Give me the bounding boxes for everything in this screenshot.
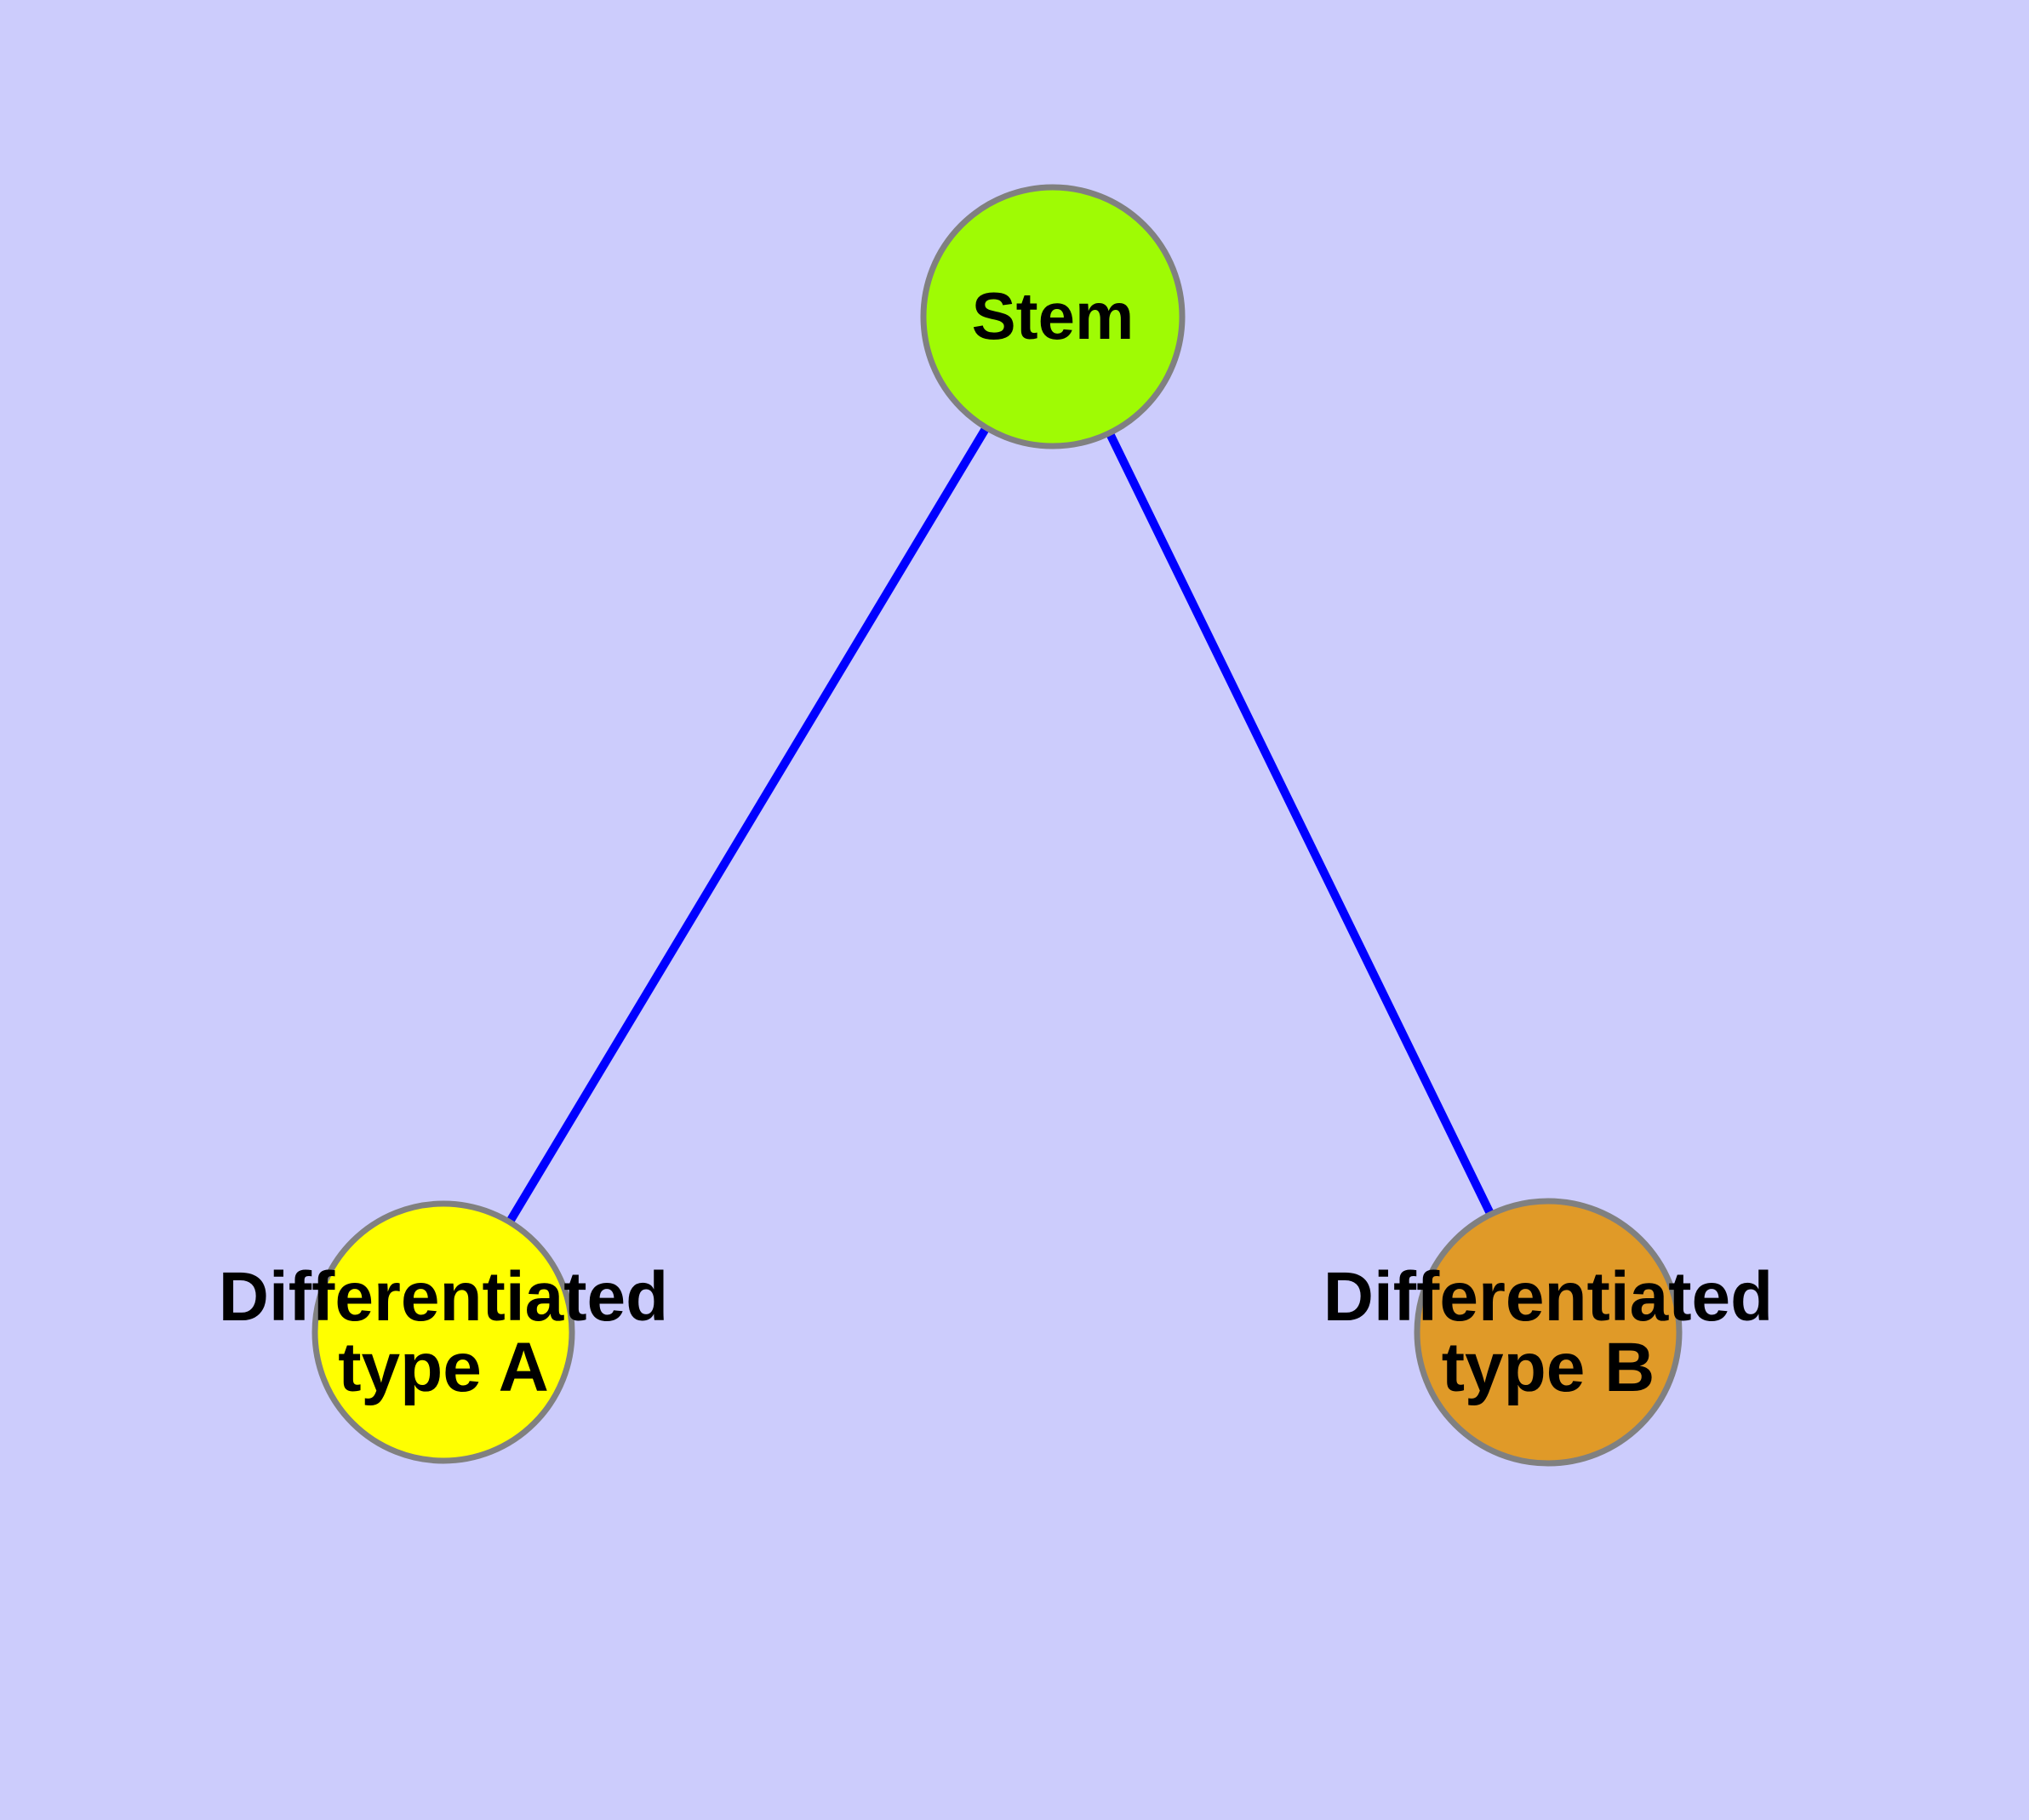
edge-stem-to-differentiated-type-a[interactable]: [439, 314, 1057, 1335]
node-differentiated-type-a[interactable]: [311, 1200, 575, 1464]
edges-layer: [439, 314, 1552, 1335]
nodes-layer: [311, 184, 1683, 1467]
node-stem[interactable]: [920, 184, 1186, 449]
node-differentiated-type-b[interactable]: [1414, 1198, 1683, 1467]
edge-stem-to-differentiated-type-b[interactable]: [1049, 314, 1552, 1335]
